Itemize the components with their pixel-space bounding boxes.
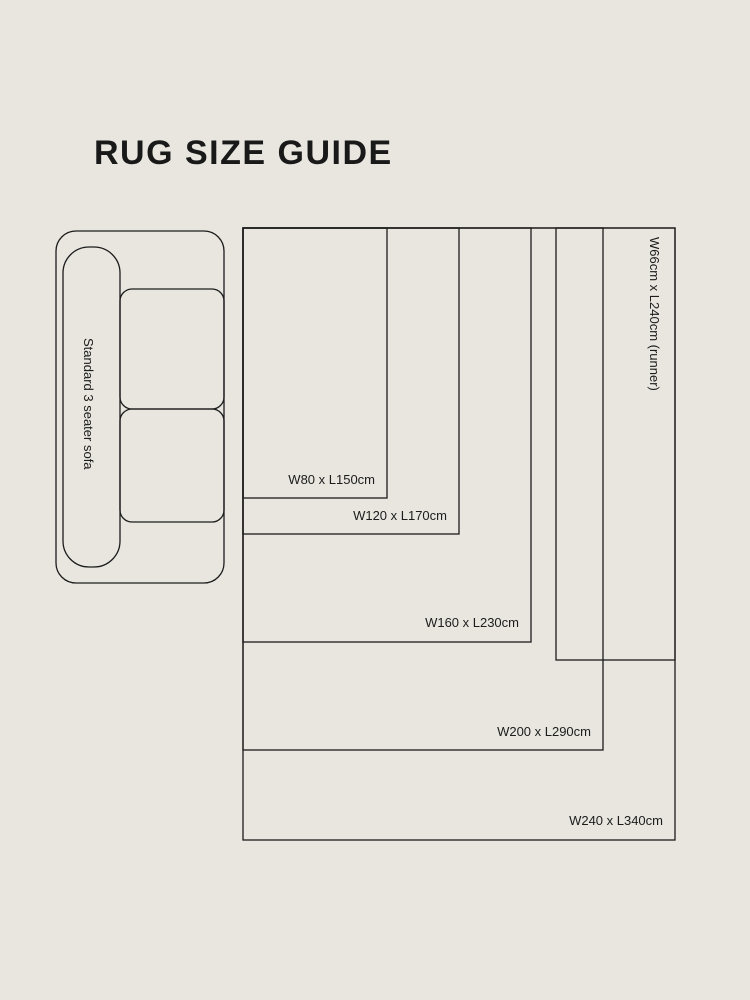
sofa-label: Standard 3 seater sofa bbox=[81, 338, 96, 470]
rug-outline-runner-w66-l240 bbox=[555, 227, 676, 661]
rug-label-w120-l170: W120 x L170cm bbox=[353, 508, 447, 523]
rug-label-runner-w66-l240: W66cm x L240cm (runner) bbox=[647, 237, 662, 391]
rug-outlines bbox=[242, 227, 676, 841]
rug-label-w240-l340: W240 x L340cm bbox=[569, 813, 663, 828]
rug-label-w200-l290: W200 x L290cm bbox=[497, 724, 591, 739]
rug-outline-w120-l170 bbox=[242, 227, 460, 535]
rug-outline-w80-l150 bbox=[242, 227, 388, 499]
sofa-illustration: Standard 3 seater sofa bbox=[55, 230, 225, 584]
rug-outline-w200-l290 bbox=[242, 227, 604, 751]
page-title: RUG SIZE GUIDE bbox=[94, 134, 393, 172]
sofa-backrest bbox=[62, 246, 121, 568]
sofa-cushion bbox=[119, 408, 225, 523]
rug-label-w160-l230: W160 x L230cm bbox=[425, 615, 519, 630]
rug-labels: W80 x L150cm W120 x L170cm W160 x L230cm… bbox=[288, 237, 663, 828]
sofa-cushion bbox=[119, 288, 225, 410]
rug-label-w80-l150: W80 x L150cm bbox=[288, 472, 375, 487]
sofa-outline bbox=[55, 230, 225, 584]
